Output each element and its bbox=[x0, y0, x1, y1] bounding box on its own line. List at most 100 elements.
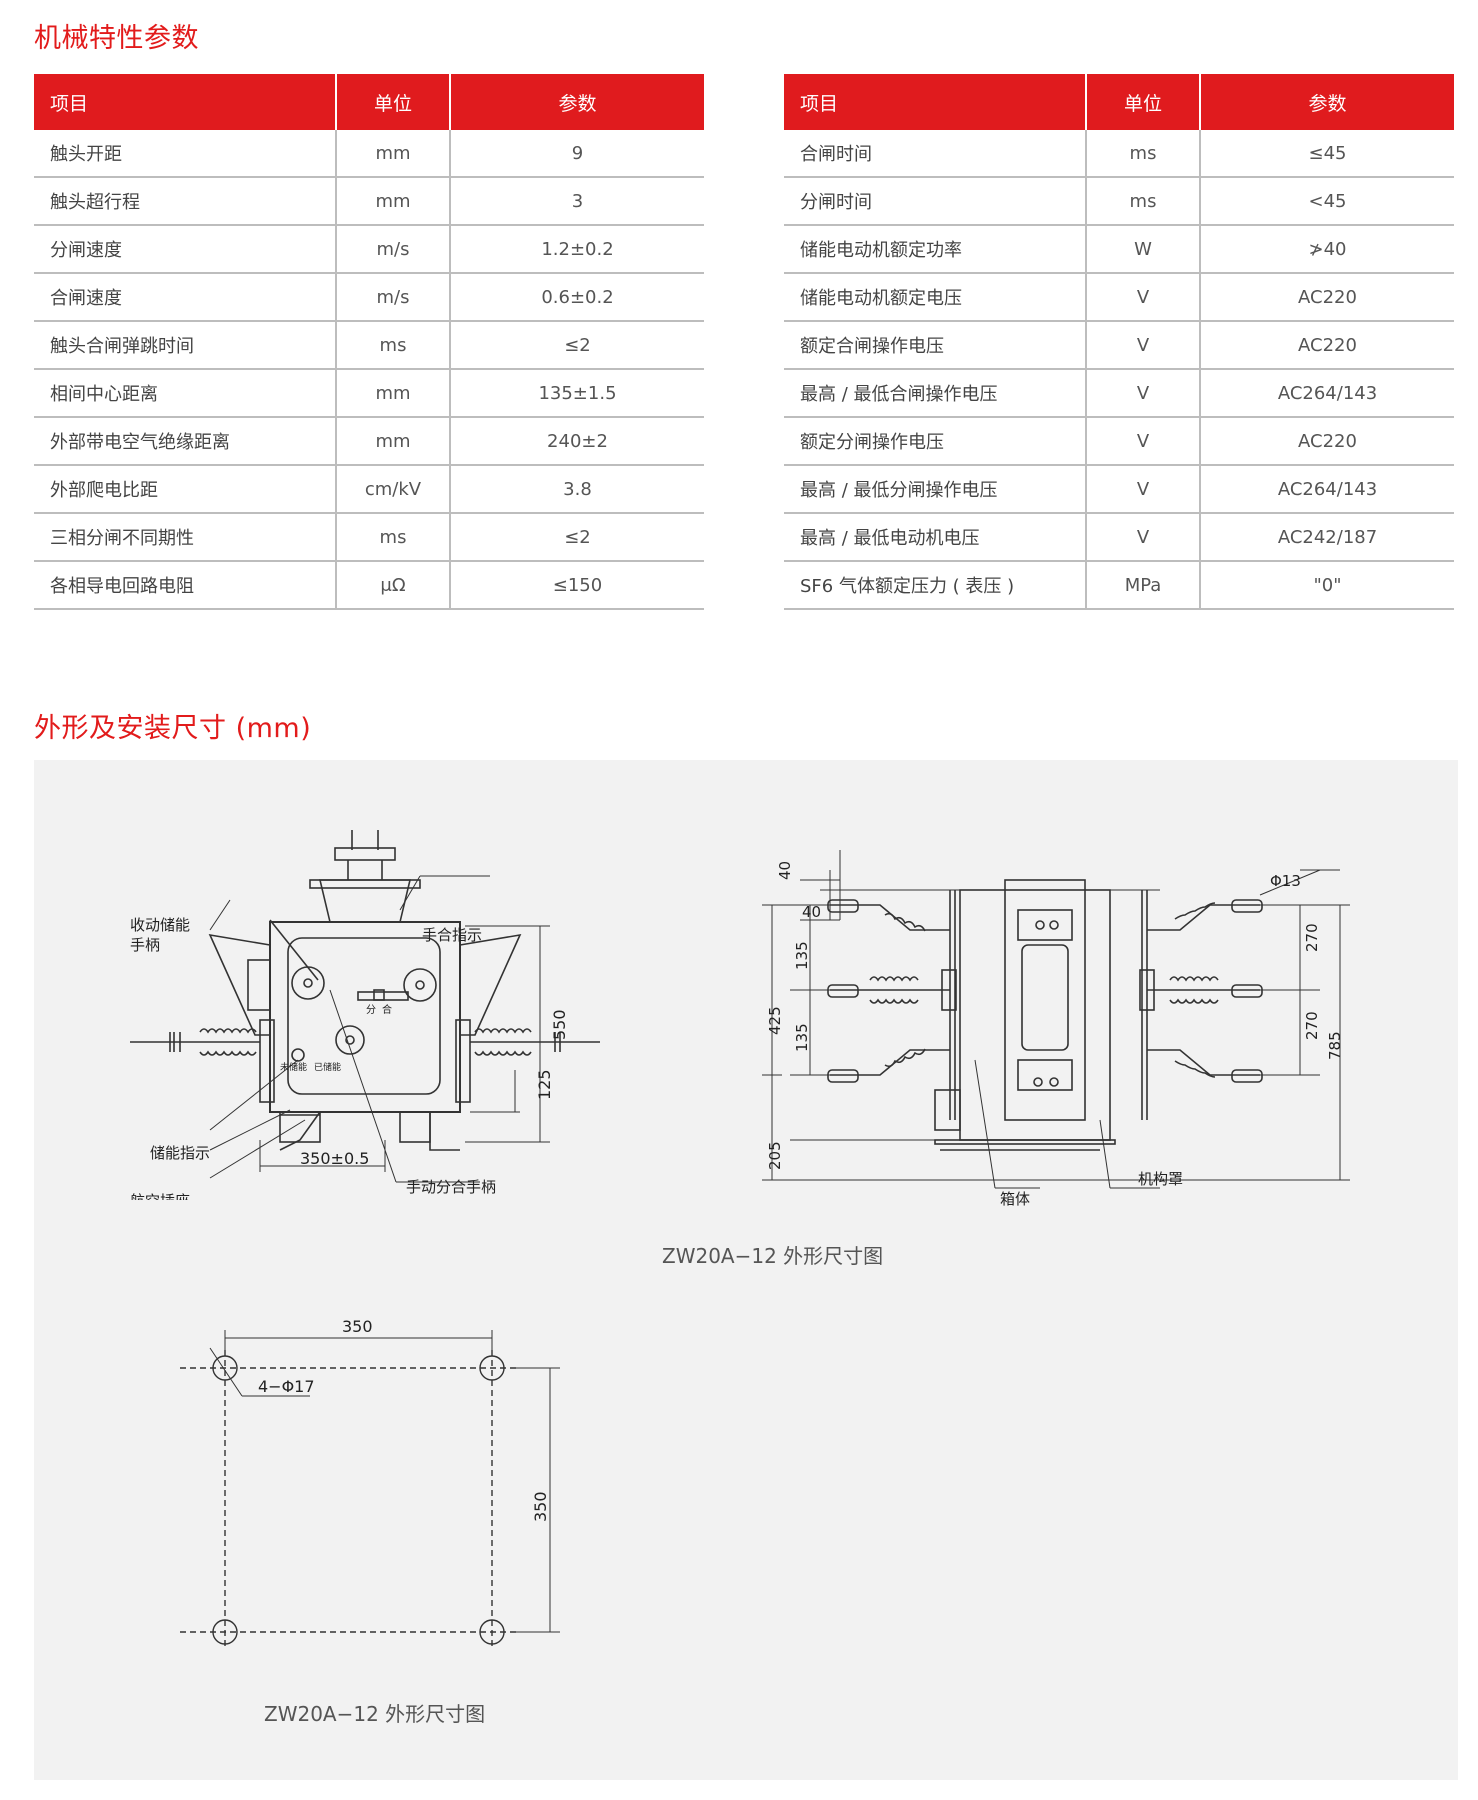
cell-value: 1.2±0.2 bbox=[450, 225, 704, 274]
cell-item: 外部带电空气绝缘距离 bbox=[34, 417, 337, 466]
cell-value: AC264/143 bbox=[1200, 465, 1454, 514]
label-manual-handle: 手动分合手柄 bbox=[406, 1178, 496, 1196]
label-charged: 已储能 bbox=[314, 1061, 341, 1073]
dim-phi13: Φ13 bbox=[1270, 872, 1301, 890]
cell-unit: μΩ bbox=[336, 561, 451, 610]
cell-item: 最高 / 最低合闸操作电压 bbox=[784, 369, 1087, 418]
label-manual-indicator: 手合指示 bbox=[422, 926, 482, 944]
cell-item: 分闸时间 bbox=[784, 177, 1087, 226]
cell-item: 外部爬电比距 bbox=[34, 465, 337, 514]
cell-unit: mm bbox=[336, 417, 451, 466]
cell-unit: MPa bbox=[1086, 561, 1201, 610]
cell-unit: cm/kV bbox=[336, 465, 451, 514]
cell-unit: mm bbox=[336, 177, 451, 226]
cell-item: 储能电动机额定功率 bbox=[784, 225, 1087, 274]
front-view-drawing: 收动储能 手柄 手合指示 储能指示 航空插座 手动分合手柄 分 合 未储能 已储… bbox=[130, 830, 600, 1200]
cell-value: AC264/143 bbox=[1200, 369, 1454, 418]
header-value: 参数 bbox=[1200, 74, 1454, 130]
cell-unit: V bbox=[1086, 465, 1201, 514]
cell-unit: V bbox=[1086, 417, 1201, 466]
cell-item: 额定合闸操作电压 bbox=[784, 321, 1087, 370]
cell-item: 触头超行程 bbox=[34, 177, 337, 226]
dim-width: 350±0.5 bbox=[300, 1149, 369, 1168]
cell-item: 相间中心距离 bbox=[34, 369, 337, 418]
cell-unit: m/s bbox=[336, 273, 451, 322]
cell-value: AC220 bbox=[1200, 321, 1454, 370]
cell-value: 0.6±0.2 bbox=[450, 273, 704, 322]
cell-item: SF6 气体额定压力 ( 表压 ) bbox=[784, 561, 1087, 610]
cell-item: 触头合闸弹跳时间 bbox=[34, 321, 337, 370]
label-not-charged: 未储能 bbox=[280, 1061, 307, 1073]
cell-value: AC220 bbox=[1200, 417, 1454, 466]
cell-item: 合闸时间 bbox=[784, 130, 1087, 178]
drawing-caption-1: ZW20A−12 外形尺寸图 bbox=[662, 1244, 884, 1268]
cell-value: 3 bbox=[450, 177, 704, 226]
cell-unit: W bbox=[1086, 225, 1201, 274]
cell-item: 三相分闸不同期性 bbox=[34, 513, 337, 562]
cell-value: ≤45 bbox=[1200, 130, 1454, 178]
cell-item: 额定分闸操作电压 bbox=[784, 417, 1087, 466]
side-view-drawing: 40 40 Φ13 135 135 425 205 270 270 785 箱体… bbox=[762, 850, 1350, 1208]
dim-40a: 40 bbox=[776, 861, 794, 880]
cell-unit: ms bbox=[336, 321, 451, 370]
cell-unit: ms bbox=[1086, 177, 1201, 226]
cell-value: 240±2 bbox=[450, 417, 704, 466]
dim-135a: 135 bbox=[793, 941, 811, 970]
dim-height: 550 bbox=[550, 1009, 569, 1040]
label-aviation-socket: 航空插座 bbox=[130, 1192, 190, 1200]
cell-value: ≤2 bbox=[450, 321, 704, 370]
drawing-caption-2: ZW20A−12 外形尺寸图 bbox=[264, 1702, 486, 1726]
table-header-row: 项目 单位 参数 bbox=[34, 74, 704, 130]
cell-value: "0" bbox=[1200, 561, 1454, 610]
label-open: 分 bbox=[366, 1004, 376, 1016]
cell-value: 3.8 bbox=[450, 465, 704, 514]
dim-mount-width: 350 bbox=[342, 1317, 373, 1336]
header-item: 项目 bbox=[34, 74, 337, 130]
cell-item: 触头开距 bbox=[34, 130, 337, 178]
header-value: 参数 bbox=[450, 74, 704, 130]
dim-mount-height: 350 bbox=[531, 1491, 550, 1522]
dim-785: 785 bbox=[1326, 1031, 1344, 1060]
dim-205: 205 bbox=[766, 1141, 784, 1170]
label-mech-cover: 机构罩 bbox=[1138, 1170, 1183, 1188]
cell-item: 最高 / 最低分闸操作电压 bbox=[784, 465, 1087, 514]
cell-value: ≤150 bbox=[450, 561, 704, 610]
dim-270a: 270 bbox=[1303, 923, 1321, 952]
cell-unit: ms bbox=[1086, 130, 1201, 178]
mounting-hole-drawing: 350 350 4−Φ17 bbox=[180, 1317, 560, 1650]
cell-value: AC242/187 bbox=[1200, 513, 1454, 562]
dim-mount-holes: 4−Φ17 bbox=[258, 1377, 315, 1396]
cell-value: <45 bbox=[1200, 177, 1454, 226]
cell-item: 各相导电回路电阻 bbox=[34, 561, 337, 610]
cell-unit: V bbox=[1086, 369, 1201, 418]
header-unit: 单位 bbox=[336, 74, 451, 130]
dim-lower: 125 bbox=[535, 1069, 554, 1100]
table-row: SF6 气体额定压力 ( 表压 )MPa"0" bbox=[784, 561, 1454, 610]
drawing-panel bbox=[34, 760, 1458, 1780]
header-item: 项目 bbox=[784, 74, 1087, 130]
label-tank: 箱体 bbox=[1000, 1190, 1030, 1208]
header-unit: 单位 bbox=[1086, 74, 1201, 130]
cell-value: ≤2 bbox=[450, 513, 704, 562]
label-handle-2: 手柄 bbox=[130, 936, 160, 954]
outline-section-title: 外形及安装尺寸 (mm) bbox=[34, 713, 312, 744]
